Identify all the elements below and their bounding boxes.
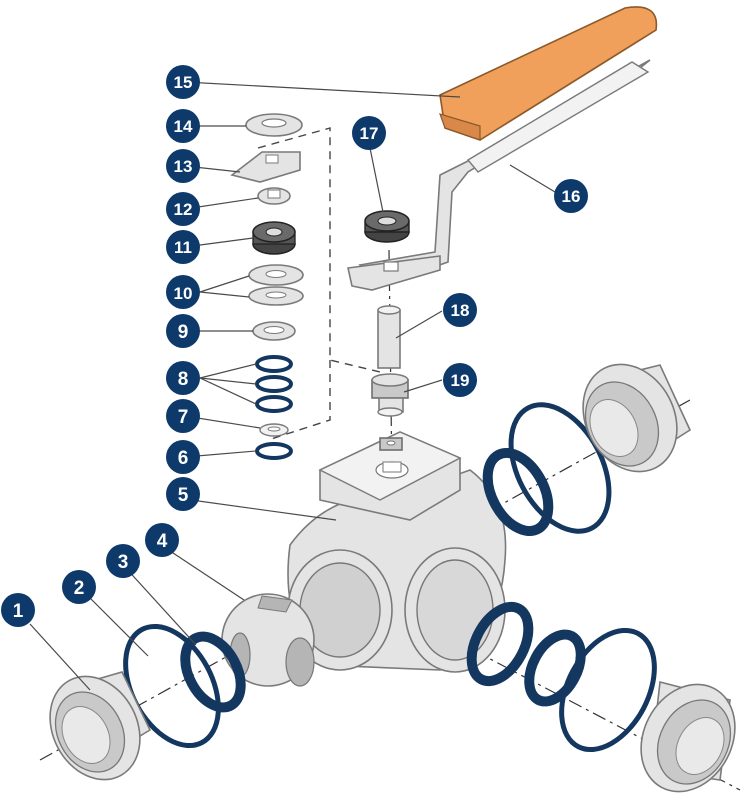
- callout-15: 15: [166, 65, 200, 99]
- callout-label: 15: [174, 73, 193, 92]
- stem-packing-rings: [255, 355, 293, 413]
- callout-18: 18: [443, 293, 477, 327]
- end-cap-right-lower: [640, 680, 736, 793]
- callout-label: 7: [178, 407, 189, 428]
- end-cap-right-upper: [582, 363, 692, 473]
- callout-label: 5: [178, 485, 189, 506]
- handle-lever: [347, 59, 651, 291]
- callout-5: 5: [166, 477, 200, 511]
- callout-label: 8: [178, 369, 189, 390]
- callout-label: 12: [174, 200, 193, 219]
- callout-label: 1: [13, 601, 24, 622]
- callout-label: 14: [174, 117, 193, 136]
- seat-left: [180, 631, 246, 713]
- body-seal-right-lower: [559, 627, 657, 753]
- assembly-guide-line: [257, 127, 381, 441]
- callout-19: 19: [443, 363, 477, 397]
- callout-9: 9: [166, 314, 200, 348]
- leader-lines: [29, 81, 556, 691]
- callout-17: 17: [352, 116, 386, 150]
- callout-3: 3: [106, 544, 140, 578]
- callout-4: 4: [145, 523, 179, 557]
- callout-label: 4: [157, 531, 168, 552]
- callout-label: 19: [451, 371, 470, 390]
- callout-12: 12: [166, 192, 200, 226]
- hex-nut: [252, 221, 296, 255]
- callout-label: 11: [174, 238, 192, 257]
- callout-1: 1: [1, 593, 35, 627]
- callout-label: 2: [74, 578, 85, 599]
- callout-label: 9: [178, 322, 189, 343]
- stop-plate: [230, 151, 301, 183]
- callout-14: 14: [166, 109, 200, 143]
- end-cap-left: [49, 671, 152, 781]
- callout-7: 7: [166, 399, 200, 433]
- callout-label: 17: [360, 124, 379, 143]
- stem-o-ring: [255, 442, 293, 460]
- lock-washer: [257, 187, 291, 205]
- disc-springs: [248, 264, 304, 306]
- callout-8: 8: [166, 361, 200, 395]
- valve-stem: [377, 305, 401, 369]
- stop-washer: [245, 113, 303, 137]
- callout-label: 16: [562, 187, 581, 206]
- thrust-washer: [259, 423, 289, 437]
- callout-11: 11: [166, 230, 200, 264]
- callout-label: 10: [174, 284, 193, 303]
- callout-label: 3: [118, 552, 129, 573]
- ball: [221, 593, 315, 687]
- callout-label: 18: [451, 301, 470, 320]
- seat-right-lower: [466, 601, 534, 687]
- callout-13: 13: [166, 149, 200, 183]
- callout-label: 6: [178, 448, 189, 469]
- valve-body: [287, 431, 507, 673]
- callout-2: 2: [62, 570, 96, 604]
- callout-6: 6: [166, 440, 200, 474]
- callout-label: 13: [174, 157, 193, 176]
- seat-right-lower-2: [524, 629, 586, 707]
- stem-nut: [364, 210, 410, 243]
- callout-10: 10: [166, 275, 200, 309]
- seat-right-upper: [482, 447, 554, 537]
- gland-follower: [252, 321, 296, 341]
- gland-packing: [371, 373, 409, 417]
- handle-grip-sleeve: [439, 6, 658, 141]
- callout-16: 16: [554, 179, 588, 213]
